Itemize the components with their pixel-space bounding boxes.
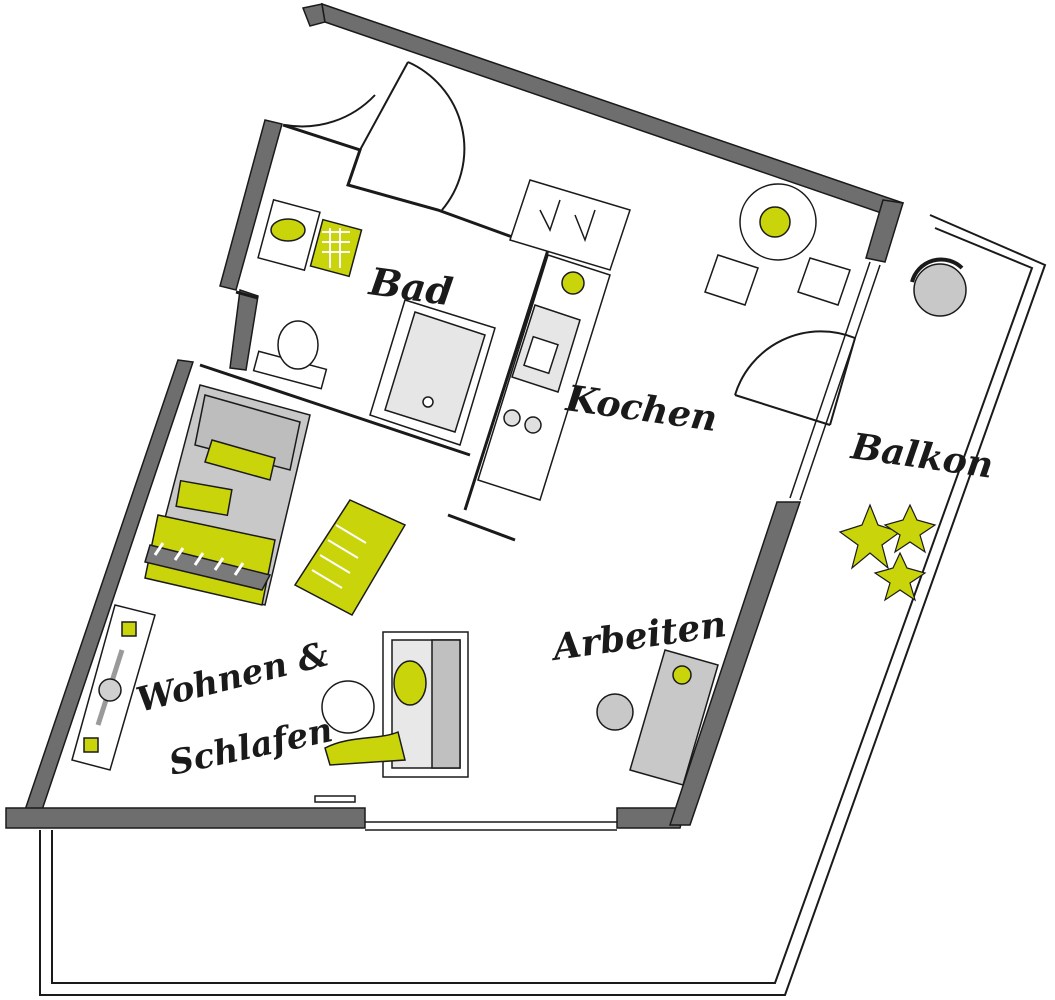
dining-table-icon	[704, 183, 851, 306]
rug-icon	[293, 499, 407, 616]
room-label-schlafen: Schlafen	[166, 710, 337, 784]
room-label-wohnen: Wohnen &	[133, 634, 334, 720]
stove-icon	[503, 409, 542, 434]
outer-walls	[5, 2, 905, 829]
sink-icon	[511, 304, 581, 393]
tv-stand-icon	[71, 604, 156, 771]
bed-icon	[144, 384, 311, 606]
toilet-icon	[252, 320, 328, 390]
chair-icon	[704, 254, 759, 306]
room-label-bad: Bad	[366, 258, 456, 314]
table-icon	[321, 680, 375, 734]
bathtub-icon	[369, 299, 496, 446]
plant-icon	[838, 503, 937, 602]
desk-icon	[596, 649, 719, 786]
room-label-arbeiten: Arbeiten	[547, 603, 728, 669]
chair-icon	[910, 257, 967, 317]
windows	[314, 261, 881, 831]
chair-icon	[797, 257, 851, 306]
interior-walls	[199, 123, 550, 542]
bathroom-fixtures	[252, 198, 496, 446]
sofa-icon	[324, 631, 469, 778]
shelf-icon	[309, 218, 363, 278]
door-swing-icon	[284, 61, 856, 426]
kitchen-fixtures	[477, 179, 631, 501]
room-label-balkon: Balkon	[848, 425, 996, 487]
balcony-outline	[39, 214, 1047, 996]
room-label-kochen: Kochen	[563, 377, 720, 440]
